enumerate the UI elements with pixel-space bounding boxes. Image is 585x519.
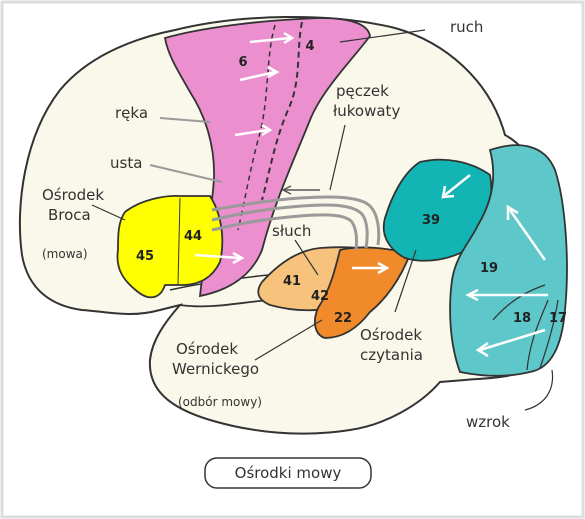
area-44: 44 [184, 229, 202, 244]
area-22: 22 [334, 311, 352, 326]
area-41: 41 [283, 274, 301, 289]
area-6: 6 [238, 55, 247, 70]
label-sluch: słuch [272, 222, 311, 240]
area-4: 4 [305, 39, 314, 54]
label-ruch: ruch [450, 18, 483, 36]
label-wernicke-3: (odbór mowy) [178, 395, 262, 409]
label-wzrok: wzrok [466, 413, 510, 431]
label-peczek-1: pęczek [336, 82, 389, 100]
area-19: 19 [480, 261, 498, 276]
label-broca-2: Broca [48, 206, 91, 224]
label-wernicke-1: Ośrodek [176, 340, 238, 358]
label-broca-3: (mowa) [42, 247, 88, 261]
label-czytania-1: Ośrodek [360, 326, 422, 344]
area-42: 42 [311, 289, 329, 304]
area-18: 18 [513, 311, 531, 326]
label-broca-1: Ośrodek [42, 186, 104, 204]
area-39: 39 [422, 213, 440, 228]
label-usta: usta [110, 154, 142, 172]
label-czytania-2: czytania [360, 346, 423, 364]
area-45: 45 [136, 249, 154, 264]
area-17: 17 [549, 311, 567, 326]
diagram-title: Ośrodki mowy [235, 464, 342, 482]
label-reka: ręka [115, 104, 148, 122]
label-wernicke-2: Wernickego [172, 360, 259, 378]
label-peczek-2: łukowaty [333, 102, 400, 120]
